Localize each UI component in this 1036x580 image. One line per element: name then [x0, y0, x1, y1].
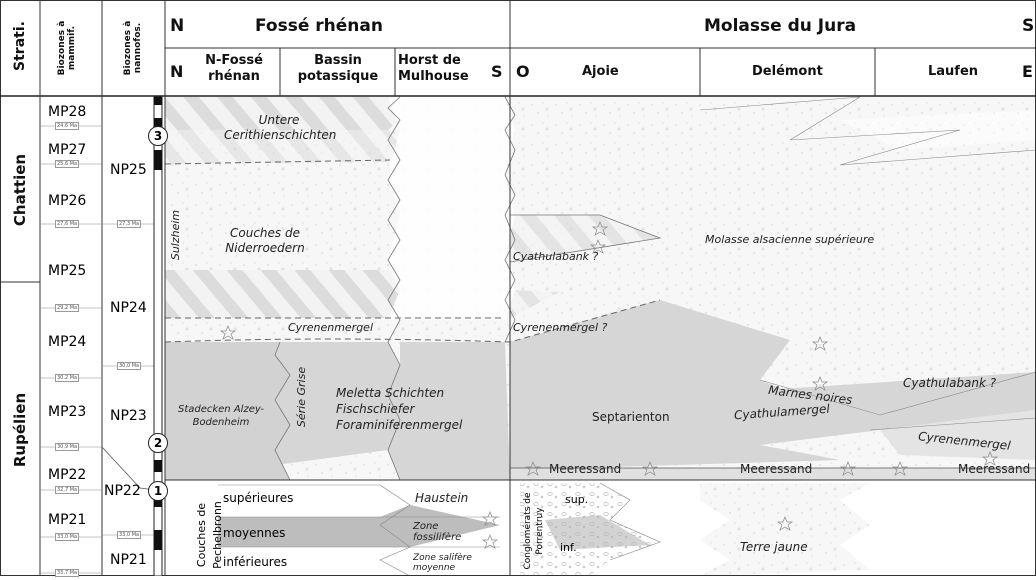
label-meeressand-2: Meeressand — [740, 462, 812, 476]
label-molasse-alsacienne: Molasse alsacienne supérieure — [705, 233, 874, 246]
label-conglomerats: Conglomérats de Porrentruy — [522, 483, 546, 579]
np-zone: NP22 — [104, 483, 141, 499]
stage-rupelien: Rupélien — [10, 385, 30, 475]
np-zone: NP21 — [110, 552, 147, 568]
ma-age-tag: 30,9 Ma — [55, 443, 79, 451]
mp-zone: MP21 — [48, 512, 86, 528]
ma-age-tag: 32,7 Ma — [55, 486, 79, 494]
header-sub-delemont: Delémont — [752, 64, 823, 79]
mp-zone: MP27 — [48, 142, 86, 158]
mp-zone: MP24 — [48, 334, 86, 350]
mp-zone: MP28 — [48, 104, 86, 120]
header-molasse-title: Molasse du Jura — [704, 16, 856, 36]
np-zone: NP24 — [110, 300, 147, 316]
header-sub-ajoie: Ajoie — [582, 64, 619, 79]
label-foraminiferenmergel: Foraminiferenmergel — [336, 418, 462, 433]
mp-zone: MP25 — [48, 263, 86, 279]
label-cyrenenmergel-2: Cyrenenmergel ? — [513, 321, 607, 334]
header-biozones-nannofos: Biozones à nannofos. — [123, 3, 143, 93]
ma-age-tag: 33,0 Ma — [55, 533, 79, 541]
marker-1: 1 — [148, 481, 168, 501]
header-sub-bassin: Bassin potassique — [283, 53, 393, 85]
header-biozones-mammif: Biozones à mammif. — [57, 3, 77, 93]
header-sub-o: O — [516, 62, 530, 81]
label-pechelbronn: Couches de Pechelbronn — [194, 490, 226, 580]
label-sup: sup. — [565, 493, 588, 506]
header-sub-laufen: Laufen — [928, 64, 978, 79]
ma-age-tag: 29,2 Ma — [55, 304, 79, 312]
label-inferieures: inférieures — [223, 555, 287, 569]
header-sub-e: E — [1022, 62, 1033, 81]
np-zone: NP25 — [110, 162, 147, 178]
mp-zone: MP23 — [48, 404, 86, 420]
np-age-tag: 30,0 Ma — [117, 362, 141, 370]
label-haustein: Haustein — [415, 491, 468, 505]
mp-zone: MP26 — [48, 193, 86, 209]
label-zone-fossilifere: Zone fossilifère — [413, 521, 475, 543]
label-meletta: Meletta Schichten — [336, 386, 444, 401]
marker-3: 3 — [148, 126, 168, 146]
header-strati: Strati. — [10, 18, 30, 74]
label-meeressand-1: Meeressand — [549, 462, 621, 476]
label-inf: inf. — [560, 541, 577, 554]
ma-age-tag: 25,6 Ma — [55, 160, 79, 168]
label-terre-jaune: Terre jaune — [740, 540, 808, 554]
np-zone: NP23 — [110, 408, 147, 424]
header-sub-s: S — [491, 62, 503, 81]
label-serie-grise: Série Grise — [295, 365, 309, 429]
label-couches-niderroedern: Couches de Niderroedern — [225, 226, 305, 256]
header-molasse-s: S — [1022, 16, 1034, 36]
marker-2: 2 — [148, 433, 168, 453]
label-cyrenenmergel-1: Cyrenenmergel — [288, 321, 373, 334]
header-sub-n: N — [170, 62, 183, 81]
label-untere-cerithienschichten: Untere Cerithienschichten — [224, 113, 334, 143]
ma-age-tag: 30,2 Ma — [55, 374, 79, 382]
label-septarienton: Septarienton — [592, 410, 670, 424]
label-superieures: supérieures — [223, 491, 293, 505]
label-fischschiefer: Fischschiefer — [336, 402, 414, 417]
header-fosse-title: Fossé rhénan — [255, 16, 383, 36]
label-zone-salifere: Zone salifère moyenne — [413, 553, 495, 573]
label-stadecken: Stadecken Alzey-Bodenheim — [173, 403, 269, 429]
header-sub-nfosse: N-Fossé rhénan — [193, 53, 275, 85]
np-age-tag: 27,3 Ma — [117, 220, 141, 228]
header-fosse-n: N — [170, 16, 184, 36]
label-sulzheim: Sulzheim — [169, 207, 183, 263]
label-moyennes: moyennes — [223, 526, 285, 540]
stage-chattien: Chattien — [10, 145, 30, 235]
np-age-tag: 33,0 Ma — [117, 531, 141, 539]
label-cyathulabank-1: Cyathulabank ? — [513, 250, 598, 263]
ma-age-tag: 24,6 Ma — [55, 122, 79, 130]
label-cyathulabank-2: Cyathulabank ? — [903, 376, 996, 390]
ma-age-tag: 27,6 Ma — [55, 220, 79, 228]
label-meeressand-3: Meeressand — [958, 462, 1030, 476]
header-sub-horst: Horst de Mulhouse — [398, 53, 488, 85]
mp-zone: MP22 — [48, 467, 86, 483]
